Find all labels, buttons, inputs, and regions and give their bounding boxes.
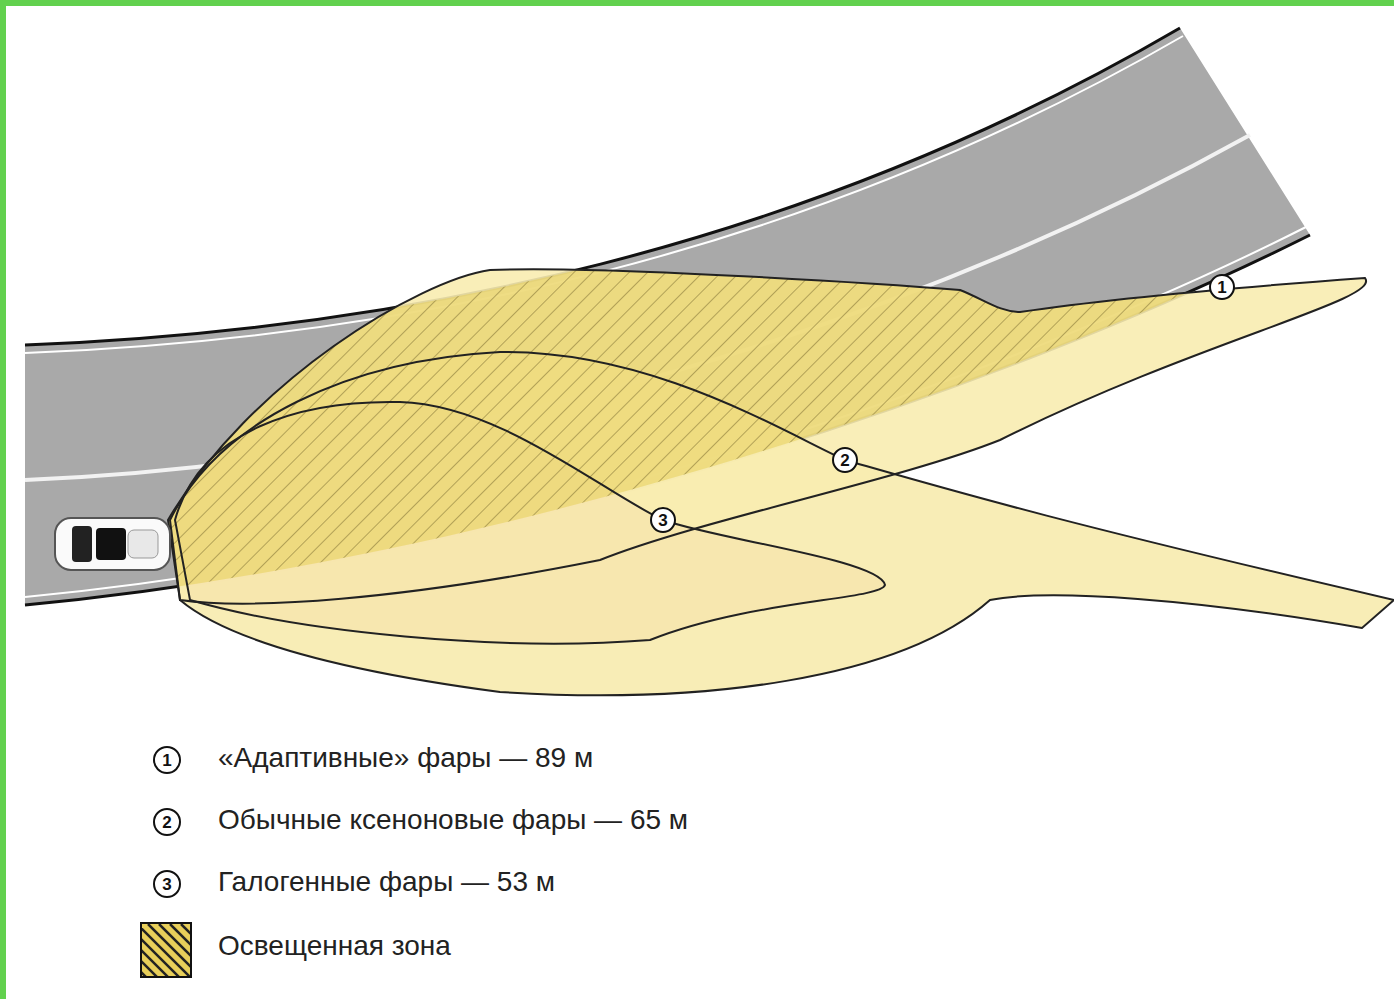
legend-text: Галогенные фары — 53 м (218, 867, 555, 898)
legend-text: Освещенная зона (218, 931, 451, 962)
callout-number: 3 (162, 876, 171, 893)
legend-number-circle: 2 (153, 808, 181, 836)
car (55, 518, 170, 570)
legend-number-circle: 1 (153, 746, 181, 774)
callout-number: 3 (658, 512, 667, 529)
callout-circle: 3 (650, 507, 676, 533)
legend-text: «Адаптивные» фары — 89 м (218, 743, 593, 774)
callout-number: 1 (1217, 279, 1226, 296)
frame-top (0, 0, 1394, 6)
swatch-hatch (142, 924, 192, 978)
callout-number: 1 (162, 752, 171, 769)
beams (168, 269, 1394, 695)
legend-swatch (140, 922, 192, 978)
callout-number: 2 (162, 814, 171, 831)
callout-number: 2 (840, 452, 849, 469)
legend-text: Обычные ксеноновые фары — 65 м (218, 805, 688, 836)
callout-circle: 1 (1209, 274, 1235, 300)
frame-left (0, 0, 6, 999)
legend-number-circle: 3 (153, 870, 181, 898)
callout-circle: 2 (832, 447, 858, 473)
